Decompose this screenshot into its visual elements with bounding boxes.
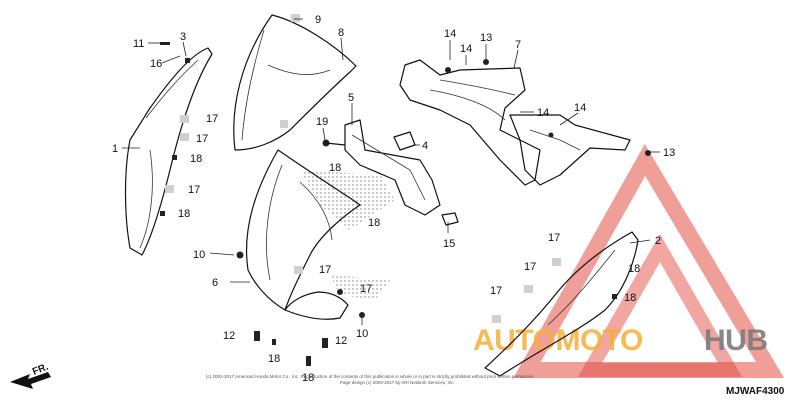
callout-18-g: 18 [628, 263, 640, 275]
upper-front-cowl [236, 149, 395, 320]
left-side-cowl [124, 47, 213, 256]
leader-lines [122, 18, 660, 325]
callout-18-a: 18 [190, 153, 202, 165]
callout-7: 7 [515, 39, 521, 51]
windscreen [233, 14, 357, 151]
callout-10-right: 10 [356, 328, 368, 340]
callout-19: 19 [316, 116, 328, 128]
automotohub-watermark: AUTOMOTO HUB [473, 144, 785, 378]
right-inner-bracket [509, 114, 651, 186]
callout-3: 3 [180, 31, 186, 43]
callout-11: 11 [133, 38, 144, 50]
callout-12-left: 12 [223, 330, 235, 342]
callout-18-e: 18 [268, 353, 280, 365]
callout-1: 1 [112, 143, 118, 155]
callout-12-right: 12 [335, 335, 347, 347]
callout-8: 8 [338, 27, 344, 39]
callout-labels: 1 2 3 4 5 6 7 8 9 10 10 11 12 12 13 13 1… [112, 14, 675, 384]
callout-18-b: 18 [178, 208, 190, 220]
diagram-code: MJWAF4300 [726, 386, 785, 397]
copyright-line-2: Page design (c) 2004-2017 by ARI Network… [340, 380, 455, 385]
watermark-text-hub: HUB [704, 324, 768, 357]
callout-5: 5 [348, 92, 354, 104]
callout-17-f: 17 [548, 232, 560, 244]
callout-17-g: 17 [524, 261, 536, 273]
callout-14-d: 14 [574, 102, 586, 114]
callout-14-c: 14 [537, 107, 549, 119]
watermark-triangle-inner [577, 233, 743, 377]
bottom-fasteners [160, 42, 617, 366]
watermark-triangle-outer [513, 144, 785, 378]
callout-18-h: 18 [624, 292, 636, 304]
callout-17-c: 17 [188, 184, 200, 196]
callout-13-right: 13 [663, 147, 675, 159]
callout-17-e: 17 [360, 283, 372, 295]
right-side-cowl [484, 231, 639, 377]
callout-9: 9 [315, 14, 321, 26]
callout-4: 4 [422, 140, 428, 152]
copyright-line-1: (c) 2002-2017 American Honda Motor Co., … [206, 374, 534, 379]
callout-18-d: 18 [368, 217, 380, 229]
callout-18-f: 18 [302, 372, 314, 384]
front-direction-arrow: FR. [10, 361, 51, 389]
callout-17-b: 17 [196, 133, 208, 145]
callout-10-left: 10 [193, 249, 205, 261]
callout-6: 6 [212, 277, 218, 289]
meter-panel [399, 59, 541, 186]
callout-2: 2 [655, 235, 661, 247]
callout-14-a: 14 [444, 28, 456, 40]
callout-13-top: 13 [480, 32, 492, 44]
callout-18-c: 18 [329, 162, 341, 174]
callout-17-a: 17 [206, 113, 218, 125]
callout-14-b: 14 [460, 43, 472, 55]
callout-15: 15 [443, 238, 455, 250]
callout-17-h: 17 [490, 285, 502, 297]
callout-17-d: 17 [319, 264, 331, 276]
callout-16: 16 [150, 58, 162, 70]
